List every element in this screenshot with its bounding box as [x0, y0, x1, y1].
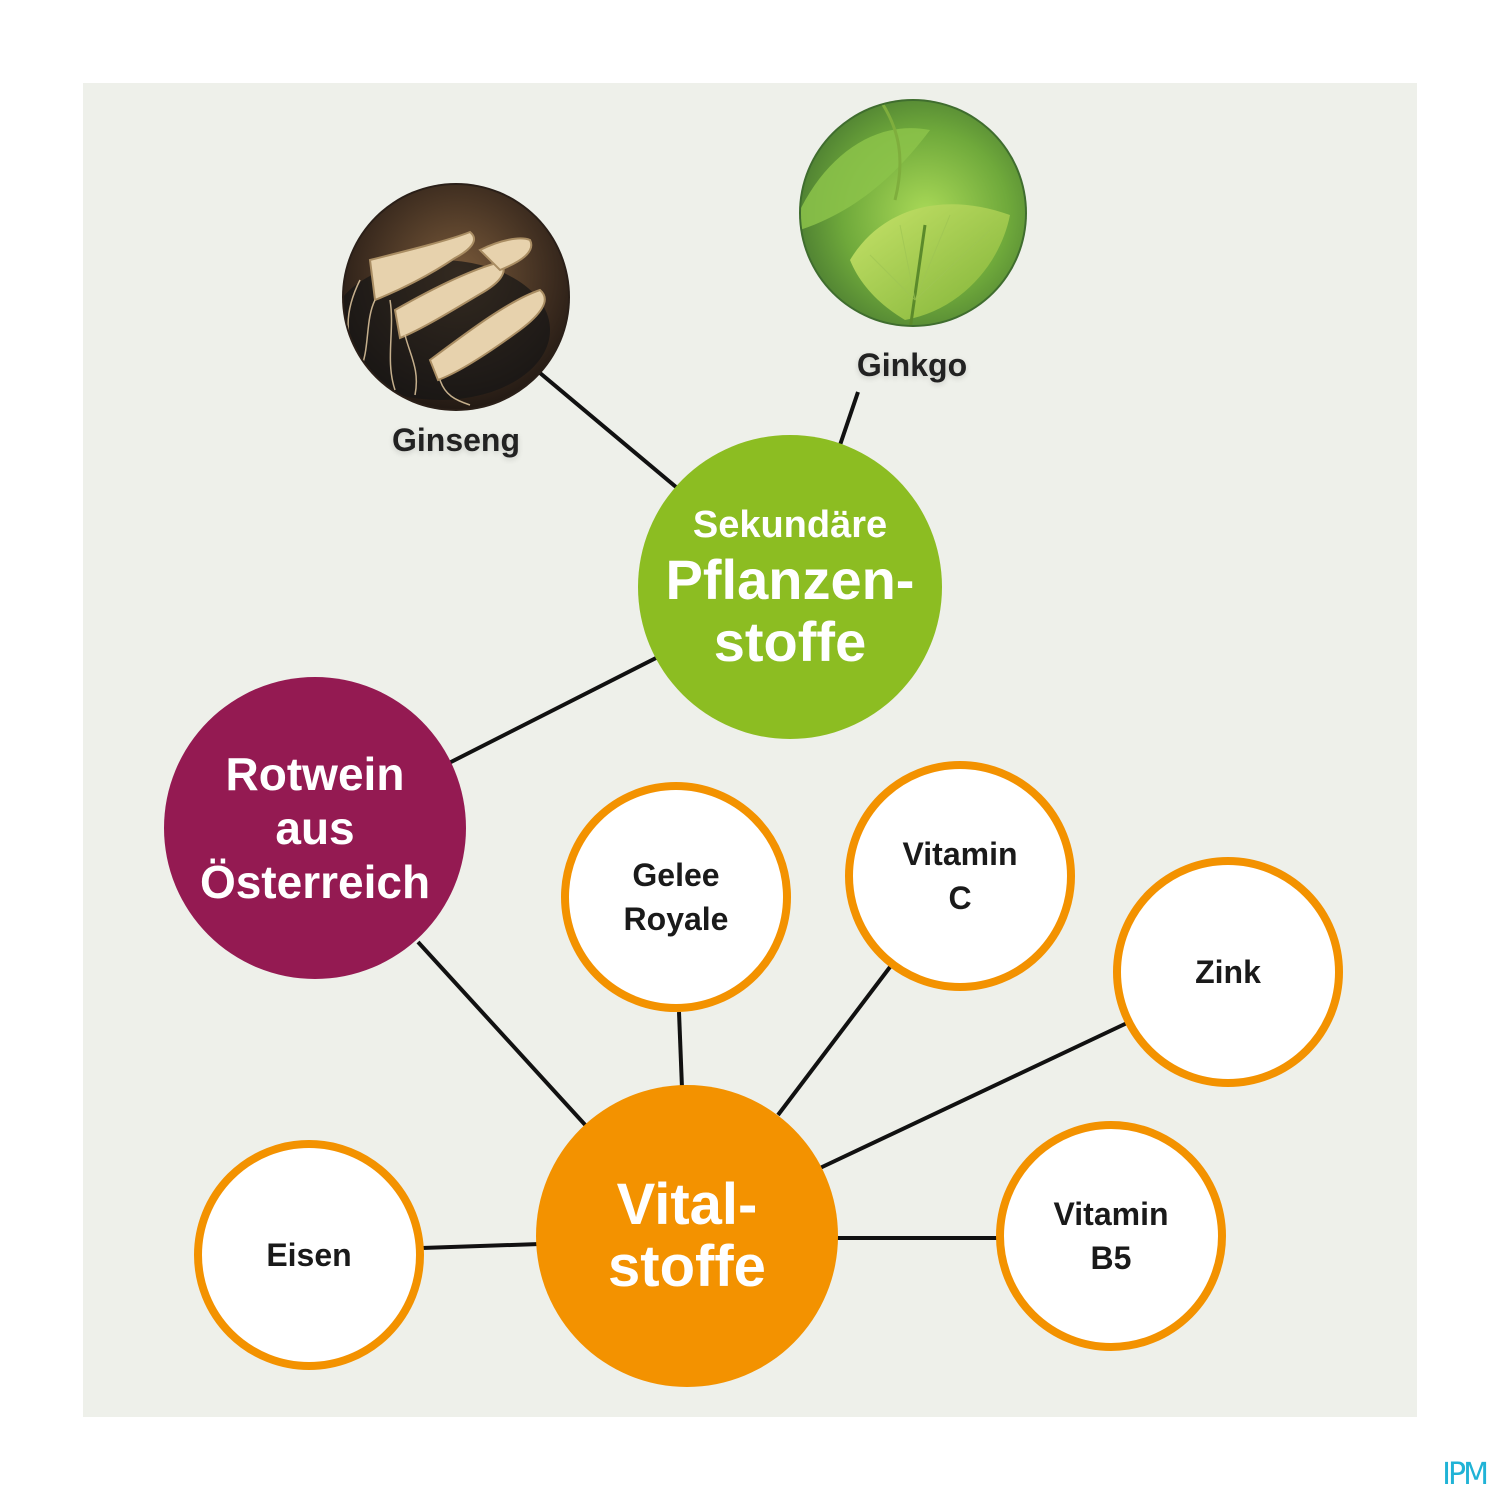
zink-circle: [1113, 857, 1343, 1087]
sekundaere-line-3: stoffe: [713, 610, 867, 673]
sekundaere-line-2: Pflanzen-: [665, 548, 915, 611]
zink-label: Zink: [1195, 954, 1261, 990]
vitamin-b5-circle: [996, 1121, 1226, 1351]
rotwein-label: Rotwein aus Österreich: [199, 748, 431, 908]
connector-ginseng-sekundaere: [538, 371, 678, 489]
eisen-circle: [194, 1140, 424, 1370]
ginkgo-label: Ginkgo: [856, 347, 968, 383]
gelee-royale-label: Gelee Royale: [623, 857, 729, 937]
connector-zink-vitalstoffe: [819, 1021, 1128, 1170]
vitamin-b5-label: Vitamin B5: [1053, 1196, 1169, 1276]
rotwein-circle: [164, 677, 466, 979]
eisen-label: Eisen: [266, 1237, 352, 1273]
connector-vitaminc-vitalstoffe: [776, 965, 892, 1117]
vitamin-c-label: Vitamin C: [902, 836, 1018, 916]
connector-eisen-vitalstoffe: [421, 1242, 541, 1250]
brand-logo: IPM: [1442, 1457, 1489, 1492]
connector-ginkgo-sekundaere: [838, 391, 860, 446]
ginseng-label: Ginseng: [391, 422, 520, 458]
sekundaere-line-1: Sekundäre: [692, 504, 888, 546]
connector-lines: [416, 371, 1128, 1250]
connector-gelee-vitalstoffe: [677, 1011, 684, 1089]
connector-sekundaere-rotwein: [446, 656, 657, 766]
sekundaere-pflanzenstoffe-circle: [638, 435, 942, 739]
vitamin-c-circle: [845, 761, 1075, 991]
connector-rotwein-vitalstoffe: [416, 940, 590, 1130]
gelee-royale-circle: [561, 782, 791, 1012]
sekundaere-pflanzenstoffe-label: Sekundäre Pflanzen- stoffe: [640, 435, 940, 739]
ginkgo-photo: [799, 99, 1027, 327]
vitalstoffe-label: Vital- stoffe: [608, 1172, 766, 1299]
ginseng-photo: [342, 183, 570, 411]
vitalstoffe-circle: [536, 1085, 838, 1387]
